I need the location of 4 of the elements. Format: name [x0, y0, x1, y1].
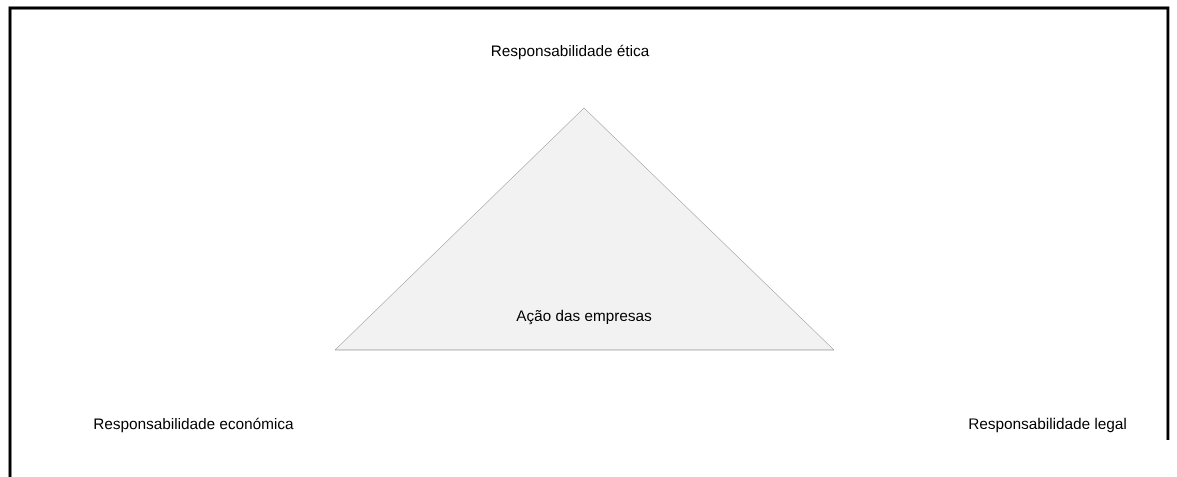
label: Responsabilidade legal: [969, 417, 1126, 433]
triangle: Ação das empresas: [334, 107, 835, 351]
label: Responsabilidade económica: [94, 417, 294, 433]
label: Responsabilidade ética: [492, 44, 650, 60]
